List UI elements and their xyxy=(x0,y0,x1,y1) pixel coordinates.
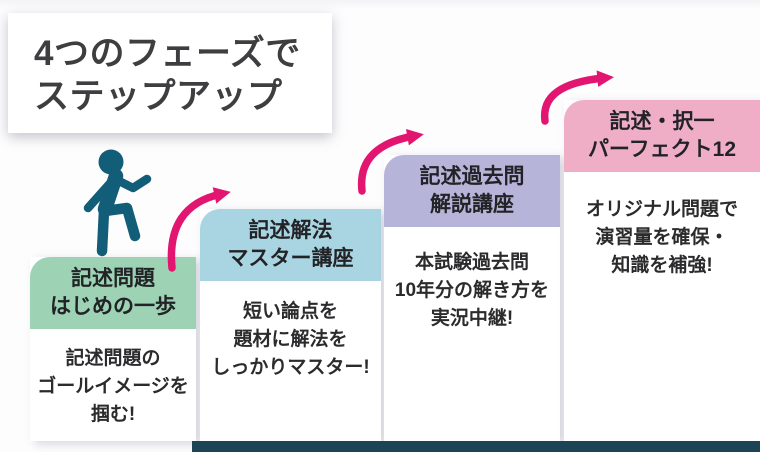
step-4-body: オリジナル問題で 演習量を確保・ 知識を補強! xyxy=(564,172,760,441)
step-1-body-line-3: 掴む! xyxy=(90,404,136,425)
title-card: 4つのフェーズで ステップアップ xyxy=(8,13,332,133)
step-4-header: 記述・択一 パーフェクト12 xyxy=(564,100,760,172)
step-2-header-line-1: 記述解法 xyxy=(248,219,333,242)
step-4-header-line-1: 記述・択一 xyxy=(609,110,715,133)
title-line-1: 4つのフェーズで xyxy=(34,34,301,73)
baseline-bar xyxy=(192,441,760,452)
step-card-3: 記述過去問 解説講座 本試験過去問 10年分の解き方を 実況中継! xyxy=(384,155,560,441)
step-4-header-line-2: パーフェクト12 xyxy=(587,138,737,161)
step-2-body-line-2: 題材に解法を xyxy=(233,329,348,350)
step-3-body-line-1: 本試験過去問 xyxy=(414,252,529,273)
step-4-body-line-1: オリジナル問題で xyxy=(585,199,738,220)
step-1-header-line-2: はじめの一歩 xyxy=(50,295,176,318)
step-card-4: 記述・択一 パーフェクト12 オリジナル問題で 演習量を確保・ 知識を補強! xyxy=(564,100,760,441)
step-3-body-line-2: 10年分の解き方を xyxy=(394,280,550,301)
step-4-body-line-2: 演習量を確保・ xyxy=(595,227,729,248)
step-1-body-line-1: 記述問題の xyxy=(65,348,161,369)
step-3-header-line-2: 解説講座 xyxy=(430,193,514,216)
step-card-2: 記述解法 マスター講座 短い論点を 題材に解法を しっかりマスター! xyxy=(200,209,381,441)
climbing-person-icon xyxy=(83,149,152,257)
step-1-header-line-1: 記述問題 xyxy=(71,267,155,290)
step-3-body: 本試験過去問 10年分の解き方を 実況中継! xyxy=(384,227,560,441)
step-card-1: 記述問題 はじめの一歩 記述問題の ゴールイメージを 掴む! xyxy=(30,257,196,441)
step-2-body: 短い論点を 題材に解法を しっかりマスター! xyxy=(200,281,381,441)
title-line-2: ステップアップ xyxy=(34,77,283,116)
step-1-body-line-2: ゴールイメージを xyxy=(37,376,189,397)
step-3-body-line-3: 実況中継! xyxy=(430,308,514,329)
step-1-header: 記述問題 はじめの一歩 xyxy=(30,257,196,329)
step-2-header: 記述解法 マスター講座 xyxy=(200,209,381,281)
step-2-header-line-2: マスター講座 xyxy=(227,247,354,270)
step-2-body-line-3: しっかりマスター! xyxy=(211,357,370,378)
step-2-body-line-1: 短い論点を xyxy=(242,301,338,322)
step-4-body-line-3: 知識を補強! xyxy=(611,255,713,276)
step-3-header: 記述過去問 解説講座 xyxy=(384,155,560,227)
step-3-header-line-1: 記述過去問 xyxy=(419,165,525,188)
step-1-body: 記述問題の ゴールイメージを 掴む! xyxy=(30,329,196,441)
